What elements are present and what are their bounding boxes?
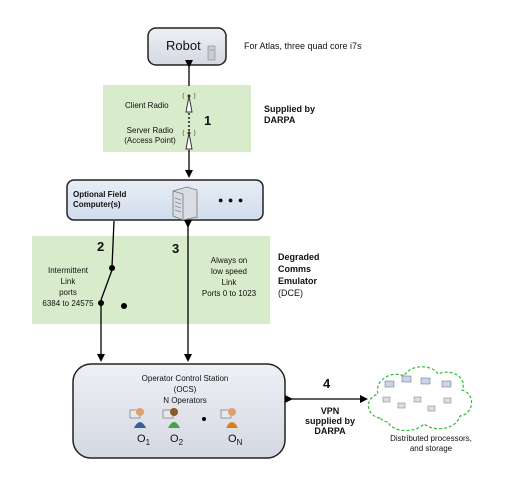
operator-n-label: ON: [228, 433, 242, 449]
operator-1-icon: [129, 408, 146, 428]
ocs-title-line3: N Operators: [163, 396, 207, 405]
operator-2-icon: [162, 408, 180, 428]
always-on-line1: Always on: [210, 256, 248, 265]
client-radio-label: Client Radio: [125, 101, 169, 110]
always-on-step-number: 3: [172, 241, 180, 256]
radio-supplier-line1: Supplied by: [264, 104, 316, 114]
dce-title-line3: Emulator: [278, 276, 318, 286]
always-on-line3: Link: [221, 278, 237, 287]
always-on-line2: low speed: [210, 267, 248, 276]
intermittent-line4: 6384 to 24575: [42, 299, 94, 308]
switch-contact-open: [121, 303, 127, 309]
field-computer-ellipsis: ● ● ●: [218, 195, 245, 205]
ocs-title-line2: (OCS): [173, 385, 197, 394]
operator-n-icon: [220, 408, 238, 428]
vpn-label-line2: supplied by: [304, 416, 355, 426]
intermittent-line3: ports: [59, 288, 77, 297]
operator-2-sub: 2: [178, 438, 184, 448]
radio-supplier-label: Supplied by DARPA: [264, 104, 315, 126]
switch-contact-top: [109, 265, 115, 271]
switch-contact-bottom: [98, 300, 104, 306]
ocs-title-line1: Operator Control Station: [141, 374, 229, 383]
field-computer-label-line2: Computer(s): [73, 200, 121, 209]
server-tower-icon: [172, 186, 198, 221]
field-computer-box: [66, 179, 264, 221]
operator-n-sub: N: [236, 438, 243, 448]
operator-1-prefix: O: [137, 433, 146, 445]
intermittent-line2: Link: [60, 277, 76, 286]
vpn-label: VPN supplied by DARPA: [298, 406, 362, 436]
dce-band: [32, 236, 270, 324]
cloud-computer-icons: [382, 375, 452, 412]
server-radio-label-line2: (Access Point): [124, 136, 176, 145]
operators-ellipsis-dot: [202, 417, 206, 421]
always-on-link-label: Always on low speed Link Ports 0 to 1023: [196, 255, 262, 299]
ocs-title: Operator Control Station (OCS) N Operato…: [120, 373, 250, 406]
dce-title-line1: Degraded: [278, 252, 320, 262]
server-radio-antenna-icon: [182, 129, 196, 150]
vpn-step-number: 4: [323, 376, 331, 391]
radio-step-number: 1: [204, 113, 212, 128]
robot-label: Robot: [166, 38, 201, 53]
robot-note: For Atlas, three quad core i7s: [244, 41, 362, 51]
cloud-label-line2: and storage: [409, 444, 453, 453]
intermittent-link-label: Intermittent Link ports 6384 to 24575: [33, 265, 103, 309]
operator-n-prefix: O: [228, 433, 237, 445]
intermittent-line-top: [111, 220, 115, 268]
dce-title: Degraded Comms Emulator (DCE): [278, 251, 320, 299]
dce-title-line4: (DCE): [278, 288, 303, 298]
server-radio-label: Server Radio (Access Point): [118, 126, 182, 146]
operator-1-sub: 1: [145, 438, 151, 448]
ocs-box: [72, 363, 286, 459]
intermittent-line1: Intermittent: [47, 266, 88, 275]
vpn-label-line1: VPN: [320, 406, 340, 416]
operator-2-prefix: O: [170, 433, 179, 445]
operator-2-label: O2: [170, 433, 183, 449]
radio-supplier-line2: DARPA: [264, 115, 296, 125]
field-computer-label-line1: Optional Field: [73, 190, 127, 199]
intermittent-step-number: 2: [97, 239, 105, 254]
client-radio-antenna-icon: [182, 92, 196, 113]
cloud-label-line1: Distributed processors,: [390, 434, 472, 443]
vpn-label-line3: DARPA: [314, 426, 346, 436]
server-radio-label-line1: Server Radio: [126, 126, 174, 135]
operator-1-label: O1: [137, 433, 150, 449]
cloud-label: Distributed processors, and storage: [376, 434, 486, 454]
robot-server-icon: [207, 45, 216, 61]
field-computer-label: Optional Field Computer(s): [73, 190, 126, 210]
switch-lever: [100, 269, 113, 301]
dce-title-line2: Comms: [278, 264, 312, 274]
radio-band: [103, 85, 251, 152]
always-on-line4: Ports 0 to 1023: [201, 289, 257, 298]
